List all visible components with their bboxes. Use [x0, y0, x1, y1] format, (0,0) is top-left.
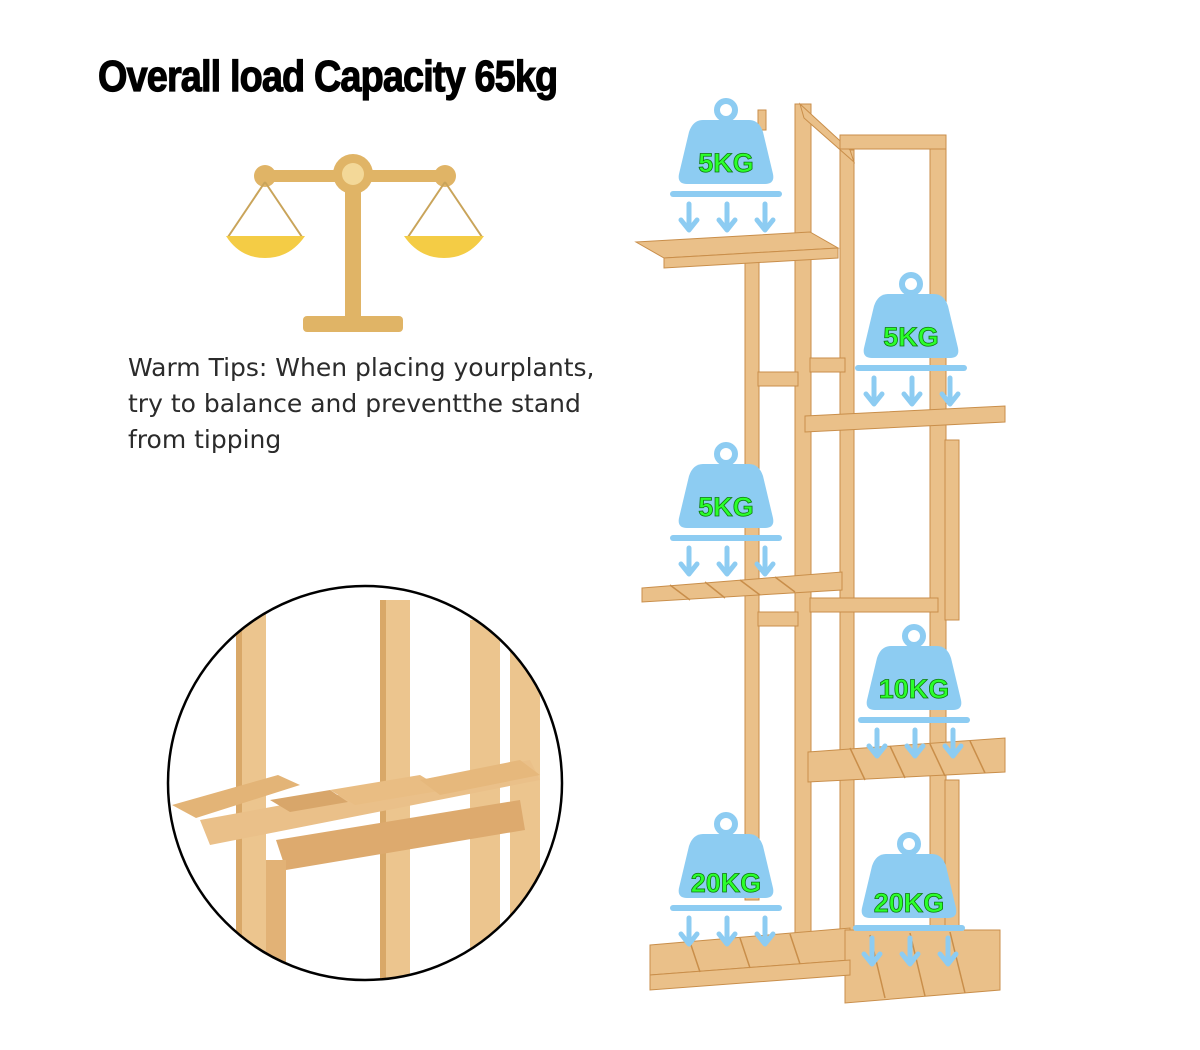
page-title: Overall load Capacity 65kg — [97, 51, 558, 101]
tips-line-1: Warm Tips: When placing yourplants, — [128, 353, 595, 382]
tips-line-2: try to balance and preventthe stand — [128, 389, 581, 418]
weight-label-middle-left: 5KG — [698, 492, 754, 522]
weight-label-upper-right: 5KG — [883, 322, 939, 352]
tips-line-3: from tipping — [128, 425, 282, 454]
weight-label-bottom-left: 20KG — [691, 868, 762, 898]
weight-label-bottom-right: 20KG — [874, 888, 945, 918]
weight-label-middle-right: 10KG — [879, 674, 950, 704]
warm-tips-text: Warm Tips: When placing yourplants, try … — [128, 350, 608, 458]
weight-label-top-left: 5KG — [698, 148, 754, 178]
